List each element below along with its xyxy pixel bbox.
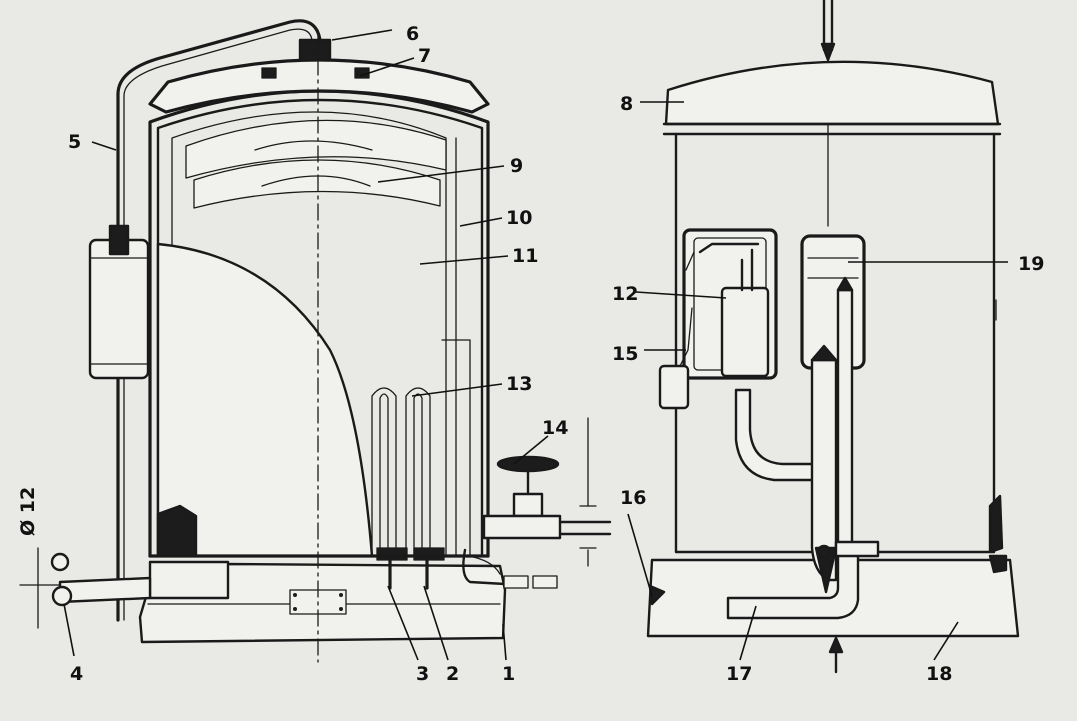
left-sectional-view xyxy=(19,19,612,663)
label-16: 16 xyxy=(620,487,646,509)
label-1: 1 xyxy=(502,663,515,685)
drain-pipe xyxy=(810,358,838,582)
outlet-tap xyxy=(19,547,152,629)
label-2: 2 xyxy=(446,663,459,685)
label-6: 6 xyxy=(406,23,419,45)
label-13: 13 xyxy=(506,373,532,395)
label-19: 19 xyxy=(1018,253,1044,275)
label-5: 5 xyxy=(68,131,81,153)
vapor-tube xyxy=(116,19,322,622)
inner-vessel xyxy=(156,98,484,558)
dimension-diameter: Ø 12 xyxy=(17,487,39,536)
condenser-housing xyxy=(88,238,150,380)
label-3: 3 xyxy=(416,663,429,685)
float-chamber xyxy=(800,234,866,370)
body-shell xyxy=(674,132,996,554)
label-17: 17 xyxy=(726,663,752,685)
right-external-view xyxy=(646,0,1020,674)
dome-lid xyxy=(664,60,1000,126)
nozzle xyxy=(298,38,332,62)
label-7: 7 xyxy=(418,45,431,67)
water-valve xyxy=(482,417,612,567)
section-cutaway xyxy=(156,242,374,558)
label-9: 9 xyxy=(510,155,523,177)
label-8: 8 xyxy=(620,93,633,115)
label-18: 18 xyxy=(926,663,952,685)
part-number-labels: 6 7 5 9 10 11 13 14 3 2 1 4 8 12 15 19 1… xyxy=(17,23,1044,685)
label-11: 11 xyxy=(512,245,538,267)
leader-lines xyxy=(63,29,1008,661)
label-15: 15 xyxy=(612,343,638,365)
label-4: 4 xyxy=(70,663,83,685)
label-12: 12 xyxy=(612,283,638,305)
baffle-plates xyxy=(185,119,447,179)
label-10: 10 xyxy=(506,207,532,229)
top-cover xyxy=(148,58,490,114)
label-14: 14 xyxy=(542,417,568,439)
heating-elements xyxy=(371,387,431,557)
